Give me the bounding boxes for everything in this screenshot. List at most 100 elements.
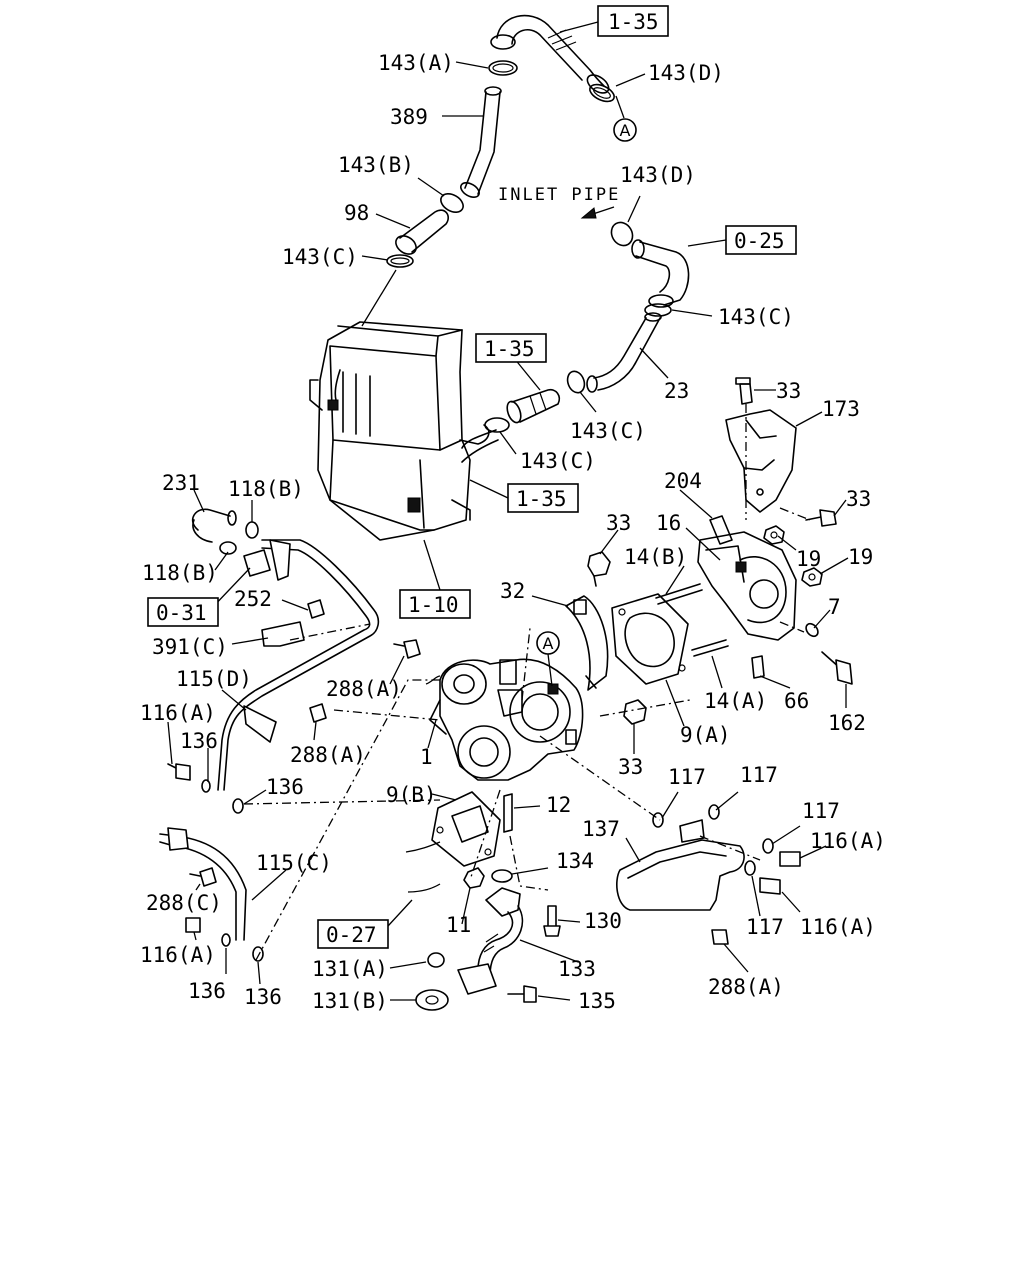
washer-117-4 (744, 860, 756, 876)
hose-231 (192, 508, 237, 543)
label-ref-1-35-mid: 1-35 (484, 337, 535, 361)
label-288c: 288(C) (146, 891, 222, 915)
heat-shield-32 (565, 595, 609, 691)
clamp-143b (440, 193, 464, 213)
label-136-4: 136 (244, 985, 282, 1009)
label-9b: 9(B) (386, 783, 437, 807)
bolt-33-low (623, 699, 647, 725)
label-115c: 115(C) (256, 851, 332, 875)
label-116a-2: 116(A) (810, 829, 886, 853)
label-7: 7 (828, 595, 841, 619)
washer-117-3 (762, 838, 774, 854)
heat-shield-bracket-173 (725, 409, 797, 513)
washer-117-2 (708, 804, 720, 820)
label-133: 133 (558, 957, 596, 981)
gasket-131b (415, 989, 449, 1011)
label-ref-1-10: 1-10 (408, 593, 459, 617)
label-118b-low: 118(B) (142, 561, 218, 585)
intercooler-outlet-pipe (461, 429, 499, 463)
label-135: 135 (578, 989, 616, 1013)
nut-19-a (763, 525, 785, 545)
label-143c-lower: 143(C) (520, 449, 596, 473)
label-19-a: 19 (796, 547, 821, 571)
bolt-288a-2 (309, 703, 327, 723)
hose-98 (395, 209, 450, 255)
label-288a-1: 288(A) (326, 677, 402, 701)
label-136-2: 136 (266, 775, 304, 799)
gasket-9a (611, 593, 689, 685)
label-391c: 391(C) (152, 635, 228, 659)
bolt-130 (543, 905, 561, 937)
elbow-hose-0-25 (631, 239, 690, 308)
stud-14b (655, 583, 703, 605)
turbocharger (429, 658, 584, 781)
label-19-b: 19 (848, 545, 873, 569)
clamp-143c-center (566, 370, 586, 394)
clamp-143c-right (644, 303, 672, 317)
clamp-143d-mid (610, 221, 634, 247)
washer-136-1 (201, 779, 211, 793)
label-173: 173 (822, 397, 860, 421)
gasket-134 (491, 869, 513, 883)
label-252: 252 (234, 587, 272, 611)
intercooler (309, 321, 490, 541)
ref-box-1-35-top (597, 5, 669, 37)
ref-box-0-27 (317, 919, 389, 949)
label-131a: 131(A) (312, 957, 388, 981)
label-134: 134 (556, 849, 594, 873)
label-ref-0-25: 0-25 (734, 229, 785, 253)
ref-box-1-10 (399, 589, 471, 619)
clamp-143a (488, 60, 518, 76)
assembly-centerlines (243, 404, 811, 961)
ref-box-1-35-mid (475, 333, 547, 363)
label-ref-1-35-top: 1-35 (608, 10, 659, 34)
clamp-118b-top (245, 521, 259, 539)
label-143c-left: 143(C) (282, 245, 358, 269)
washer-136-4 (252, 946, 264, 962)
gasket-131a (427, 952, 445, 968)
connector-a-mid: A (536, 631, 560, 687)
label-288a-3: 288(A) (708, 975, 784, 999)
label-1: 1 (420, 745, 433, 769)
label-ref-0-31: 0-31 (156, 601, 207, 625)
label-117-4: 117 (746, 915, 784, 939)
ref-box-1-35-low (507, 483, 579, 513)
label-9a: 9(A) (680, 723, 731, 747)
bolt-116a-2 (779, 851, 801, 867)
label-130: 130 (584, 909, 622, 933)
bolt-116a-4 (185, 917, 201, 933)
washer-136-3 (221, 933, 231, 947)
label-162: 162 (828, 711, 866, 735)
label-16: 16 (656, 511, 681, 535)
oil-return-pipe-133 (457, 887, 524, 995)
ref-box-0-31 (147, 597, 219, 627)
label-11: 11 (446, 913, 471, 937)
inlet-pipe-label: INLET PIPE (498, 185, 620, 205)
label-389: 389 (390, 105, 428, 129)
stud-204 (709, 515, 733, 545)
label-143a: 143(A) (378, 51, 454, 75)
label-131b: 131(B) (312, 989, 388, 1013)
bolt-288a-3 (711, 929, 729, 945)
clamp-143c-left (386, 254, 414, 268)
label-204: 204 (664, 469, 702, 493)
label-66: 66 (784, 689, 809, 713)
label-143d-top: 143(D) (648, 61, 724, 85)
leader-intercooler-top (361, 269, 397, 327)
clamp-118b-low (219, 541, 237, 555)
gasket-9b (431, 791, 501, 867)
washer-117-1 (652, 812, 664, 828)
label-33-right: 33 (846, 487, 871, 511)
label-12: 12 (546, 793, 571, 817)
clamp-143d-top (589, 83, 615, 103)
upper-intake-hose (490, 14, 610, 94)
hose-1-35-mid (506, 388, 561, 424)
pipe-115c (159, 827, 247, 941)
bolt-162 (821, 651, 853, 685)
oil-pipe-137 (616, 819, 745, 911)
bolt-252 (307, 599, 325, 619)
label-14a: 14(A) (704, 689, 767, 713)
connector-a-top: A (613, 118, 637, 142)
pipe-23 (586, 312, 662, 393)
